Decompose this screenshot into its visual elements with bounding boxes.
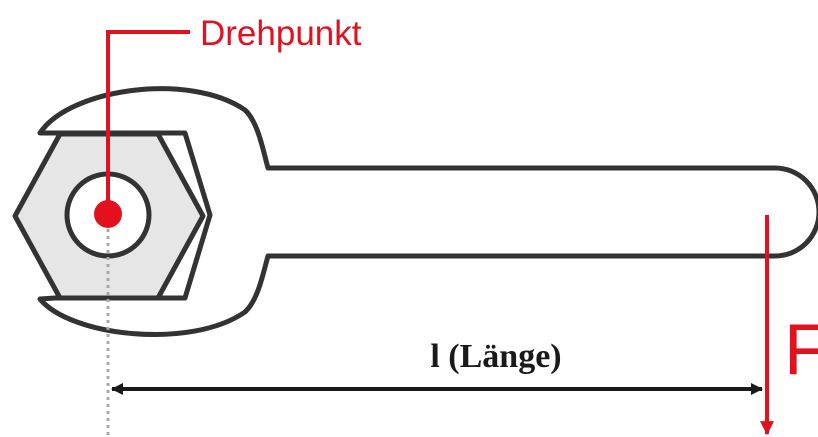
pivot-leader-line xyxy=(106,30,190,215)
pivot-point xyxy=(94,200,122,228)
length-label: l (Länge) xyxy=(430,338,561,375)
pivot-label: Drehpunkt xyxy=(200,14,362,53)
wrench-outline xyxy=(37,86,818,337)
force-label: F xyxy=(784,310,818,390)
